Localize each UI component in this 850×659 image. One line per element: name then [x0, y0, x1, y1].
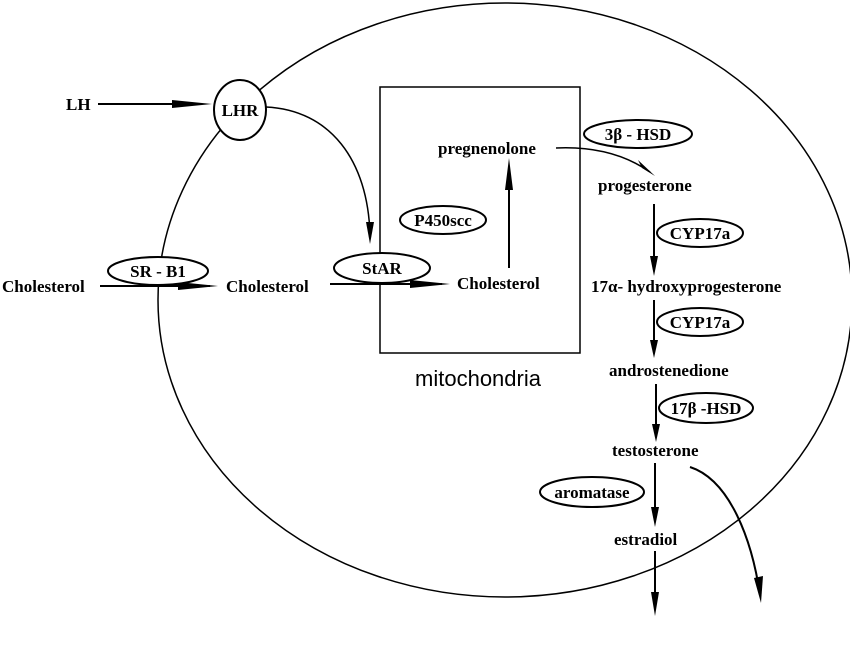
cell-membrane: [157, 2, 850, 598]
cyp17a-1-arrowhead: [650, 256, 658, 276]
star-enzyme[interactable]: [333, 252, 431, 284]
cyp17a-1-enzyme[interactable]: [656, 218, 744, 248]
lhr-label: LHR: [222, 101, 260, 120]
hsd3b-enzyme[interactable]: [583, 119, 693, 149]
cholesterol-transport-arrowhead: [410, 280, 450, 288]
srb1-enzyme[interactable]: [107, 256, 209, 286]
cyp17a-2-label: CYP17a: [670, 313, 731, 332]
hsd3b-arrow: [555, 147, 651, 173]
mitochondria-box: [379, 86, 581, 354]
aromatase-arrowhead: [651, 507, 659, 527]
mitochondria-label: mitochondria: [415, 366, 542, 391]
cholesterol-mito: Cholesterol: [457, 274, 540, 293]
aromatase-enzyme[interactable]: [539, 476, 645, 508]
cholesterol-outside: Cholesterol: [2, 277, 85, 296]
hsd17b-label: 17β -HSD: [671, 399, 742, 418]
cyp17a-2-arrowhead: [650, 340, 658, 358]
testosterone: testosterone: [612, 441, 699, 460]
hsd3b-arrowhead: [638, 160, 655, 176]
cholesterol-cytoplasm: Cholesterol: [226, 277, 309, 296]
lh-arrowhead: [172, 100, 212, 108]
hsd17b-enzyme[interactable]: [658, 392, 754, 424]
testosterone-secretion-arrow: [689, 466, 761, 596]
hydroxyprogesterone: 17α- hydroxyprogesterone: [591, 277, 782, 296]
lhr-to-star-arrowhead: [366, 222, 374, 244]
cyp17a-2-enzyme[interactable]: [656, 307, 744, 337]
pregnenolone: pregnenolone: [438, 139, 536, 158]
lhr-to-star-arrow: [265, 106, 371, 236]
star-label: StAR: [362, 259, 402, 278]
progesterone: progesterone: [598, 176, 692, 195]
hsd17b-arrowhead: [652, 424, 660, 442]
estradiol: estradiol: [614, 530, 678, 549]
cyp17a-1-label: CYP17a: [670, 224, 731, 243]
estradiol-secretion-arrowhead: [651, 592, 659, 616]
aromatase-label: aromatase: [554, 483, 630, 502]
cholesterol-import-arrowhead: [178, 282, 218, 290]
lh-label: LH: [66, 95, 91, 114]
p450scc-label: P450scc: [414, 211, 472, 230]
androstenedione: androstenedione: [609, 361, 729, 380]
p450scc-arrowhead: [505, 158, 513, 190]
p450scc-enzyme[interactable]: [399, 205, 487, 235]
srb1-label: SR - B1: [130, 262, 186, 281]
lhr-receptor[interactable]: [213, 79, 267, 141]
hsd3b-label: 3β - HSD: [605, 125, 672, 144]
testosterone-secretion-arrowhead: [754, 576, 763, 603]
